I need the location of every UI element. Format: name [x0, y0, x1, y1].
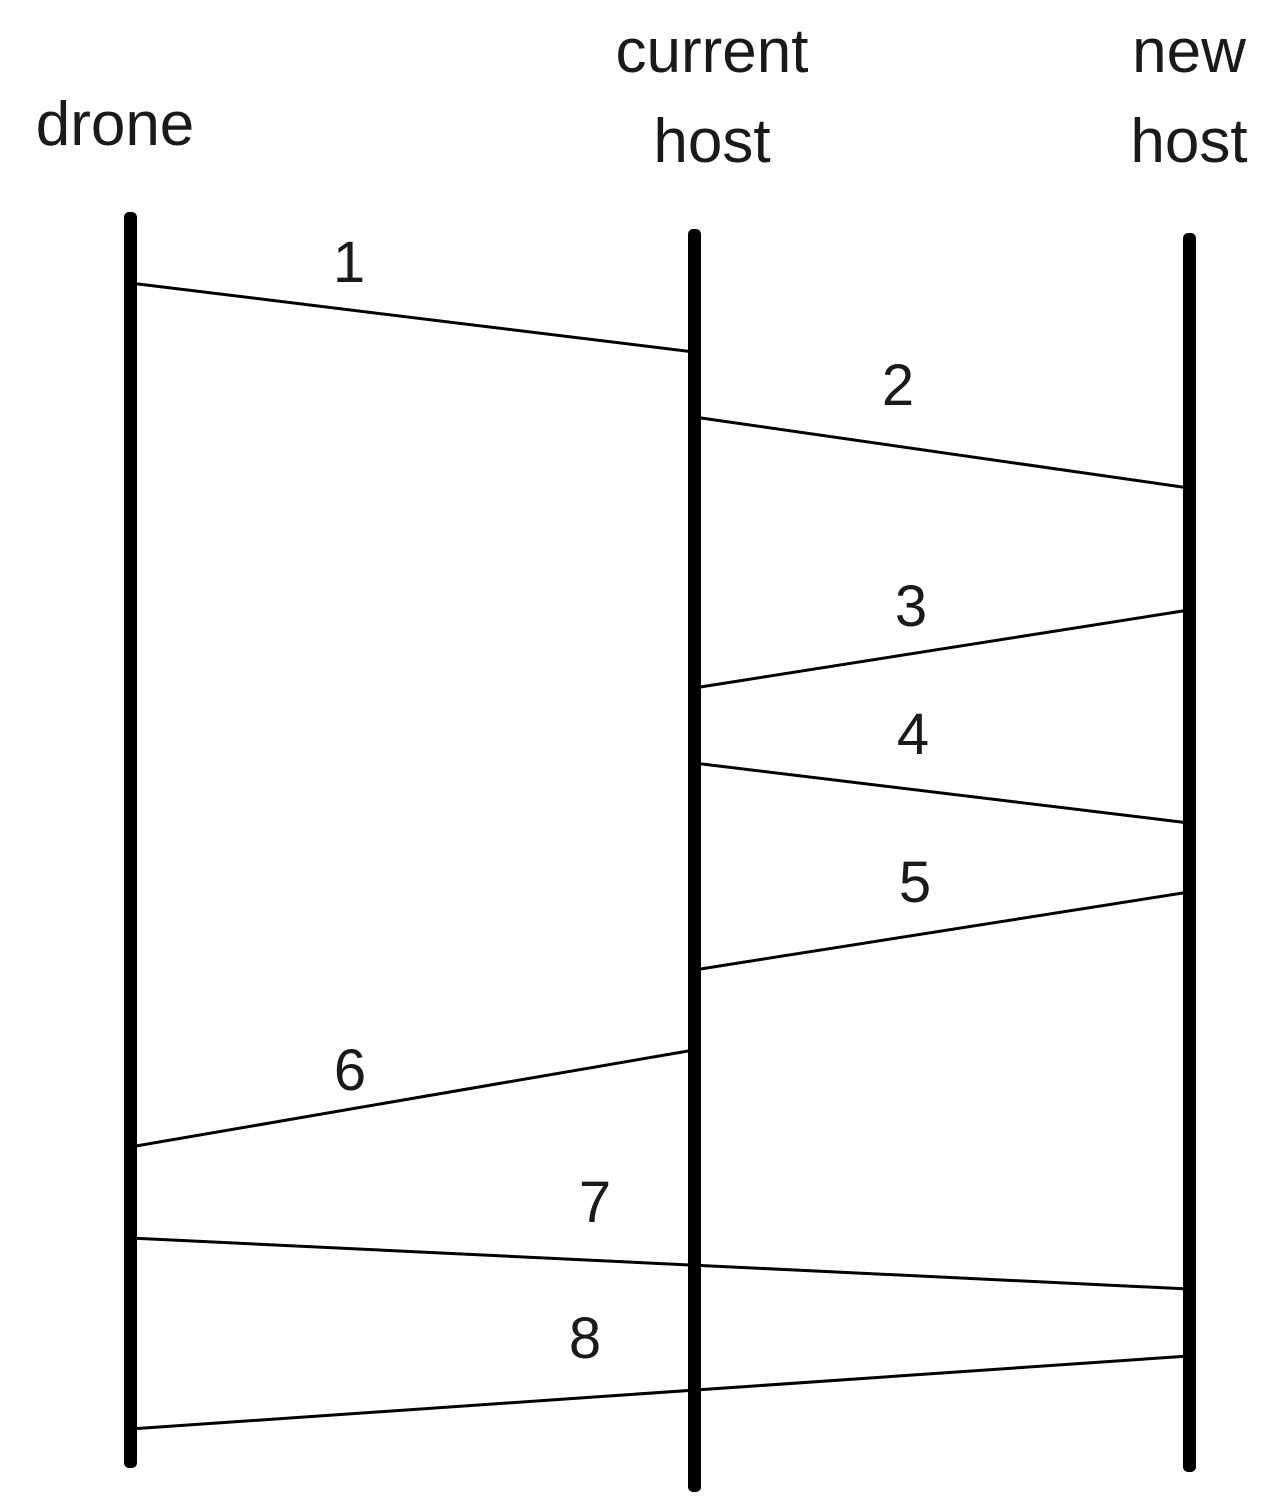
message-label-3: 3	[894, 574, 928, 639]
message-label-4: 4	[896, 702, 930, 767]
lifeline-current-host	[687, 229, 701, 1492]
actor-label-new-host: new host	[1130, 17, 1248, 176]
message-line-7-drone-to-new-host	[129, 1236, 1190, 1291]
actor-label-drone: drone	[35, 90, 195, 159]
message-label-6: 6	[333, 1038, 367, 1103]
message-line-1-drone-to-current-host	[129, 281, 695, 354]
lifeline-new-host	[1182, 233, 1196, 1472]
message-line-2-current-host-to-new-host	[693, 415, 1190, 490]
message-line-6-current-host-to-drone	[129, 1048, 695, 1149]
message-label-5: 5	[898, 850, 932, 915]
message-label-7: 7	[578, 1170, 612, 1235]
actor-label-current-host: current host	[615, 17, 809, 176]
message-line-4-current-host-to-new-host	[693, 761, 1190, 825]
message-line-5-new-host-to-current-host	[693, 890, 1190, 972]
message-label-1: 1	[332, 230, 366, 295]
message-label-2: 2	[881, 353, 915, 418]
message-line-3-new-host-to-current-host	[693, 608, 1190, 690]
message-line-8-new-host-to-drone	[129, 1354, 1190, 1431]
lifeline-drone	[123, 212, 137, 1468]
message-label-8: 8	[568, 1306, 602, 1371]
